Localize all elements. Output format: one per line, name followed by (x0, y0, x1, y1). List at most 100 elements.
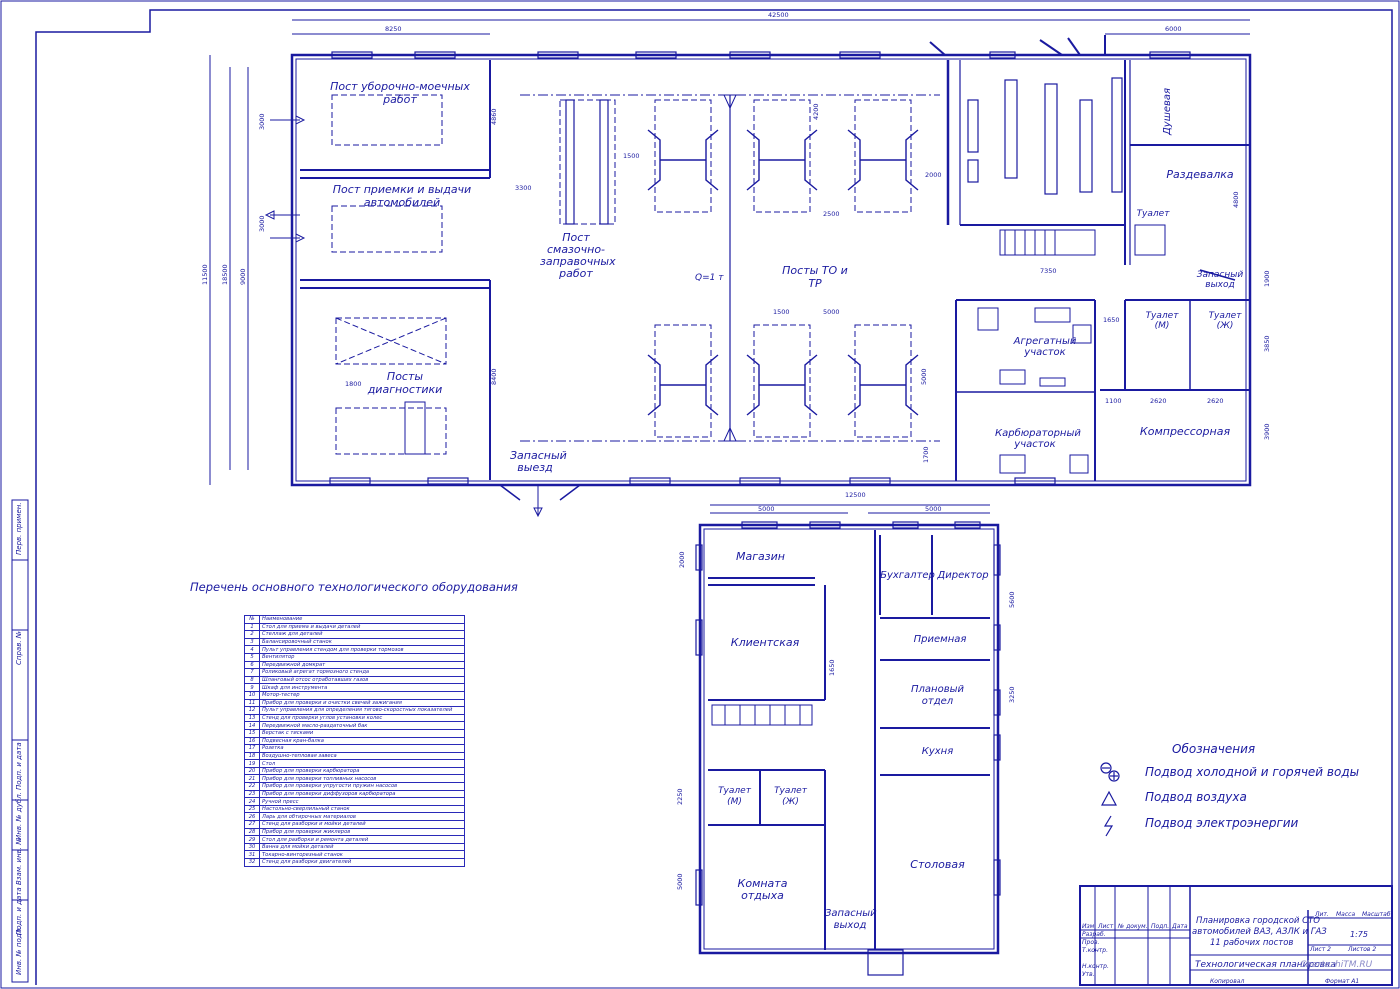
equipment-number: 28 (244, 827, 260, 837)
dim-left-2: 9000 (239, 268, 247, 285)
crane-capacity: Q=1 т (695, 273, 724, 283)
equipment-number: 29 (244, 835, 260, 844)
legend-symbols (1100, 762, 1120, 837)
equipment-number: 30 (244, 842, 260, 852)
legend-item-water: Подвод холодной и горячей воды (1145, 765, 1360, 779)
title-block (1079, 885, 1393, 986)
drawing-frame (35, 9, 1393, 985)
equipment-list-title: Перечень основного технологического обор… (190, 580, 518, 594)
dim-admin-side-4: 2250 (676, 788, 684, 805)
equipment-number: 2 (244, 630, 260, 639)
dim-overall-width: 42500 (768, 11, 789, 19)
stamp-sheets: Листов 2 (1348, 946, 1377, 953)
dim-top-right: 6000 (1165, 25, 1182, 33)
equipment-number: 10 (244, 690, 260, 700)
equipment-name: Прибор для проверки и очистки свечей заж… (259, 698, 465, 708)
side-strip-3: Инв. № дубл. (15, 792, 23, 840)
equipment-number: 31 (244, 850, 260, 859)
dim-inner-1: 1500 (623, 152, 640, 160)
dim-top-left: 8250 (385, 25, 402, 33)
windows-bottom (329, 477, 1056, 485)
dim-inner-12: 1900 (1263, 270, 1271, 287)
room-unit-shop: Агрегатный участок (1013, 336, 1077, 358)
stamp-role-0: Разраб. (1082, 931, 1106, 938)
stamp-role-1: Пров. (1082, 939, 1100, 946)
equipment-name: Пульт управления стендом для проверки то… (259, 645, 465, 654)
room-director: Директор (937, 570, 989, 581)
equipment-name: Токарно-винторезный станок (259, 850, 465, 859)
equipment-name: Настольно-сверлильный станок (259, 804, 465, 814)
dim-inner-8: 5000 (920, 368, 928, 385)
main-building-inner-walls (295, 58, 1247, 482)
equipment-number: 20 (244, 766, 260, 776)
lifts-upper (654, 99, 912, 213)
equipment-number: 7 (244, 668, 260, 677)
room-wash-post: Пост уборочно-моечных работ (330, 80, 470, 106)
equipment-number: 19 (244, 759, 260, 768)
equipment-number: 27 (244, 820, 260, 829)
windows-top (331, 51, 1191, 59)
stamp-scale-header: Масштаб (1362, 911, 1391, 918)
dim-inner-16: 2620 (1150, 397, 1167, 405)
room-reception-post: Пост приемки и выдачи автомобилей (332, 183, 472, 209)
dim-inner-19: 1700 (922, 446, 930, 463)
equipment-number: 1 (244, 622, 260, 632)
stamp-role-3: Н.контр. (1082, 963, 1109, 970)
room-toilet-m: Туалет (М) (1145, 311, 1179, 331)
room-accounting: Бухгалтер (880, 570, 935, 581)
dim-left-0: 11500 (201, 264, 209, 285)
room-shower: Душевая (1162, 87, 1173, 135)
equipment-number: 22 (244, 782, 260, 791)
equipment-number: 4 (244, 645, 260, 654)
equipment-name: Стенд для проверки углов установки колес (259, 713, 465, 723)
equipment-name: Стенд для разборки и мойки деталей (259, 820, 465, 829)
equipment-number: 12 (244, 706, 260, 715)
equipment-name: Роликовый агрегат тормозного стенда (259, 668, 465, 677)
equipment-name: Балансировочный станок (259, 637, 465, 647)
spare-exit-main: Запасный выезд (510, 449, 567, 474)
legend-title: Обозначения (1172, 742, 1256, 756)
equipment-number: 13 (244, 713, 260, 723)
stamp-mass: Масса (1336, 911, 1356, 918)
dim-left-3: 3000 (258, 113, 266, 130)
dim-inner-10: 7350 (1040, 267, 1057, 275)
room-locker: Раздевалка (1166, 168, 1234, 181)
equipment-name: Мотор-тестер (259, 690, 465, 700)
stamp-scale: 1:75 (1350, 930, 1368, 939)
room-shop: Магазин (736, 550, 785, 563)
equipment-number: 23 (244, 789, 260, 799)
stamp-title-1: Планировка городской СТО (1196, 916, 1320, 926)
dim-inner-18: 3900 (1263, 423, 1271, 440)
side-strip-6: Перв. примен. (15, 502, 23, 555)
equipment-name: Прибор для проверки карбюратора (259, 766, 465, 776)
equipment-name: Шкаф для инструмента (259, 683, 465, 692)
room-admin-reception: Приемная (913, 634, 967, 645)
equipment-name: Наименование (259, 615, 465, 624)
equipment-name: Пульт управления для определения тягово-… (259, 706, 465, 715)
equipment-name: Ванна для мойки деталей (259, 842, 465, 852)
dim-admin-side-0: 2000 (678, 551, 686, 568)
equipment-number: 11 (244, 698, 260, 708)
dim-admin-width: 12500 (845, 491, 866, 499)
stamp-copied: Копировал (1210, 978, 1245, 985)
equipment-name: Верстак с тисками (259, 728, 465, 738)
